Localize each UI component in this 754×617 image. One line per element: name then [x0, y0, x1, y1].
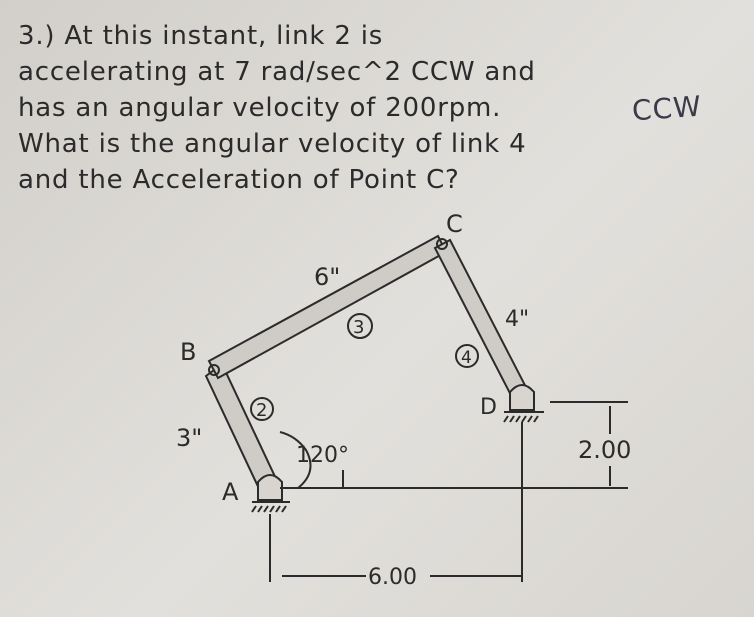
dim-angle: 120°: [296, 443, 349, 468]
angle-arc: [279, 431, 312, 489]
link-4-circle: [455, 344, 479, 368]
label-a: A: [222, 478, 239, 506]
label-d: D: [480, 395, 497, 420]
link-2-circle: [250, 397, 274, 421]
label-b: B: [180, 338, 196, 366]
problem-line-2: accelerating at 7 rad/sec^2 CCW and: [18, 57, 536, 87]
link-3: [207, 234, 448, 380]
link-4-number: 4: [461, 348, 472, 368]
problem-statement: 3.) At this instant, link 2 is accelerat…: [18, 18, 718, 198]
pin-c: [436, 238, 448, 250]
problem-line-1: 3.) At this instant, link 2 is: [18, 21, 384, 51]
dim-horizontal: 6.00: [368, 565, 417, 590]
dim-vertical: 2.00: [578, 436, 631, 464]
ground-support-a: [251, 474, 290, 513]
link-2-number: 2: [256, 400, 267, 421]
ground-support-d: [503, 384, 544, 423]
dim-link-2: 3": [176, 424, 202, 452]
pin-b: [208, 364, 220, 376]
problem-line-3: has an angular velocity of 200rpm.: [18, 93, 502, 123]
dim-link-4: 4": [505, 307, 529, 332]
problem-line-5: and the Acceleration of Point C?: [18, 165, 460, 195]
dim-link-3: 6": [314, 263, 340, 291]
link-3-number: 3: [353, 317, 364, 338]
problem-line-4: What is the angular velocity of link 4: [18, 129, 527, 159]
label-c: C: [446, 210, 463, 238]
link-3-circle: [347, 313, 373, 339]
